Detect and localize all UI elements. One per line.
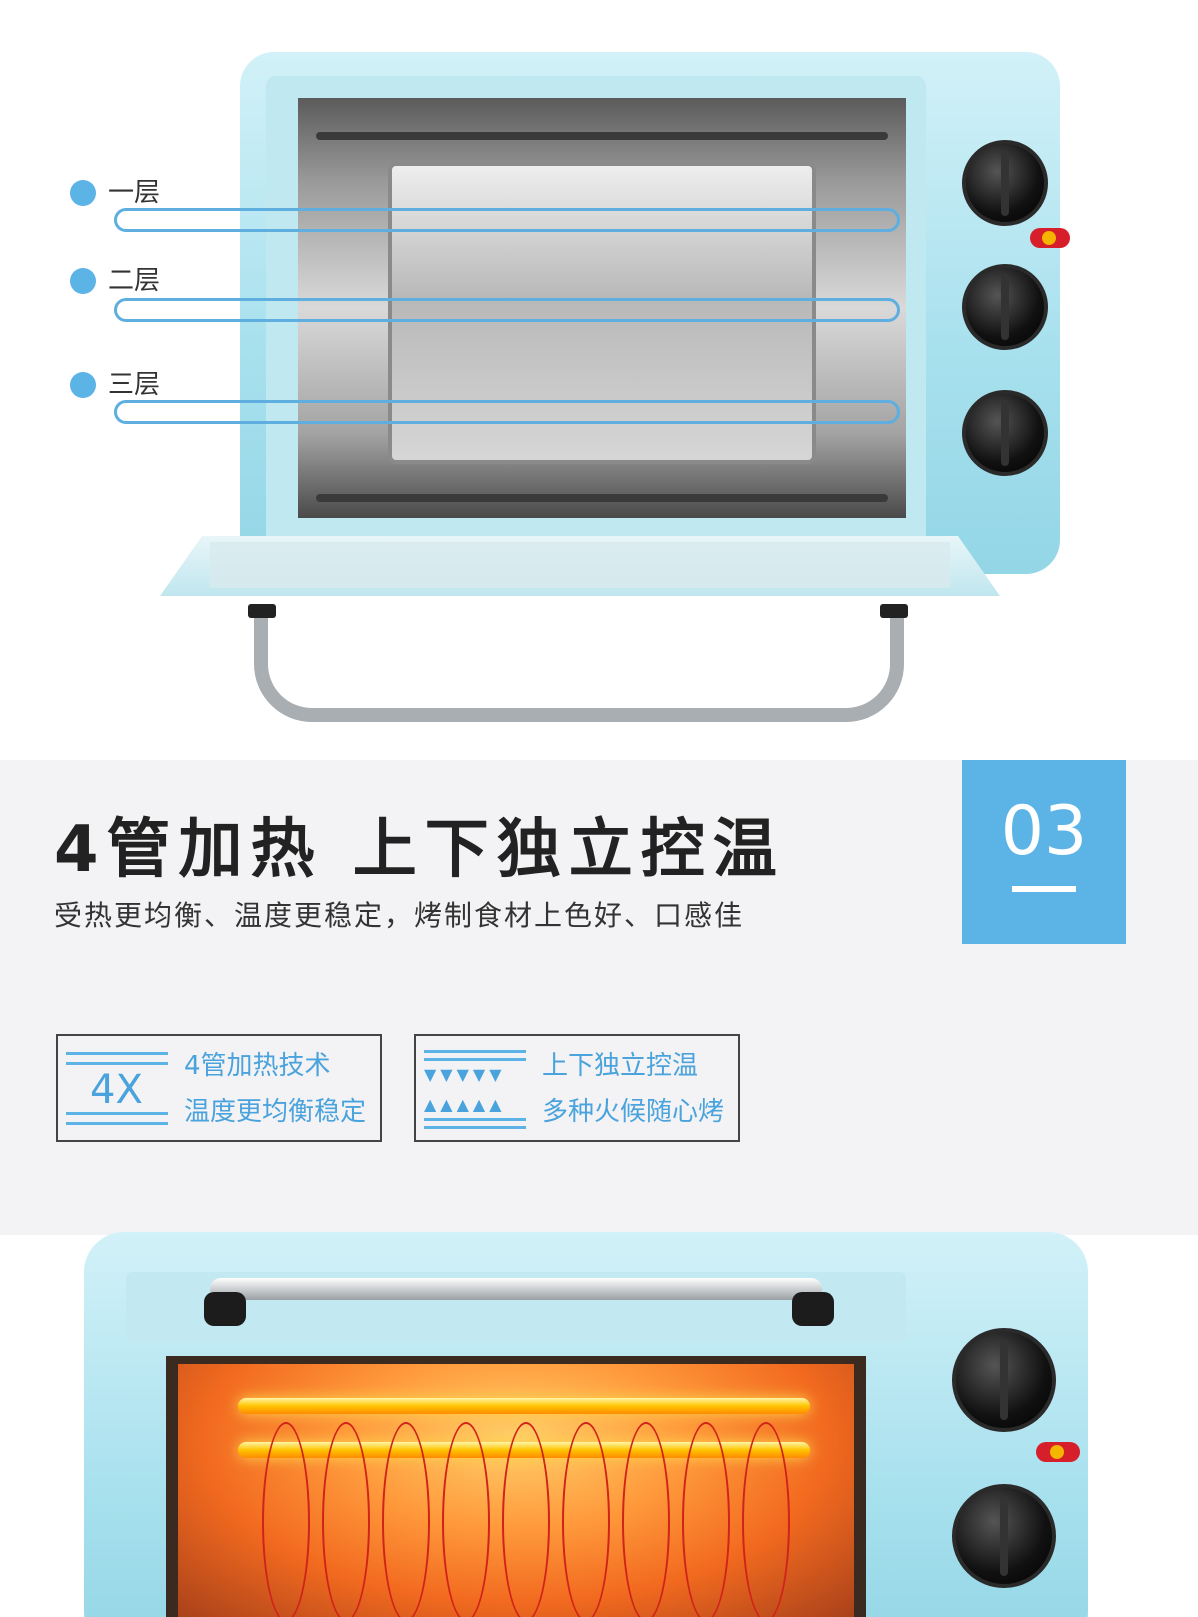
- layer-3-label: 三层: [108, 370, 161, 400]
- feature-2-line-1: 上下独立控温: [542, 1051, 699, 1081]
- arrows-up-icon: ▲▲▲▲▲: [424, 1095, 506, 1114]
- timer-knob[interactable]: [962, 390, 1048, 476]
- section-number: 03: [1000, 792, 1088, 871]
- door-handle: [254, 612, 904, 722]
- bottom-temperature-knob-closed[interactable]: [952, 1484, 1056, 1588]
- feature-1-line-1: 4管加热技术: [184, 1051, 331, 1081]
- heat-wave: [382, 1422, 430, 1617]
- bottom-heating-element: [316, 494, 888, 502]
- arrow-line-bottom: [424, 1126, 526, 1129]
- heating-tube-upper: [238, 1398, 810, 1414]
- arrow-line-top: [424, 1050, 526, 1053]
- layer-2-label: 二层: [108, 266, 161, 296]
- oven-back-wall: [388, 162, 816, 464]
- bottom-temperature-knob[interactable]: [962, 264, 1048, 350]
- oven-door-handle: [210, 1278, 822, 1300]
- headline: 4管加热 上下独立控温: [54, 813, 785, 887]
- badge-line-bottom: [66, 1122, 168, 1125]
- section-number-underline: [1012, 886, 1076, 892]
- rack-level-3: [114, 400, 900, 424]
- arrow-line-lower: [424, 1118, 526, 1121]
- layer-3-dot: [70, 372, 96, 398]
- handle-mount-left: [248, 604, 276, 618]
- handle-grip-left: [204, 1292, 246, 1326]
- power-indicator-lamp: [1030, 228, 1070, 248]
- badge-line-lower: [66, 1112, 168, 1115]
- badge-line-upper: [66, 1062, 168, 1065]
- heat-wave: [502, 1422, 550, 1617]
- feature-card-independent-control: ▼▼▼▼▼ ▲▲▲▲▲ 上下独立控温 多种火候随心烤: [414, 1034, 740, 1142]
- top-temperature-knob[interactable]: [962, 140, 1048, 226]
- handle-mount-right: [880, 604, 908, 618]
- rack-level-2: [114, 298, 900, 322]
- feature-2-line-2: 多种火候随心烤: [542, 1097, 725, 1127]
- layer-2-dot: [70, 268, 96, 294]
- badge-line-top: [66, 1052, 168, 1055]
- top-heating-element: [316, 132, 888, 140]
- heat-wave: [262, 1422, 310, 1617]
- section-number-box: 03: [962, 760, 1126, 944]
- arrow-line-upper: [424, 1058, 526, 1061]
- feature-1-line-2: 温度更均衡稳定: [184, 1097, 367, 1127]
- feature-card-four-tube: 4X 4管加热技术 温度更均衡稳定: [56, 1034, 382, 1142]
- oven-door-open: [160, 536, 1000, 596]
- heat-wave: [682, 1422, 730, 1617]
- heat-wave: [622, 1422, 670, 1617]
- heat-wave: [562, 1422, 610, 1617]
- top-temperature-knob-closed[interactable]: [952, 1328, 1056, 1432]
- four-x-badge: 4X: [90, 1067, 143, 1113]
- door-glass: [210, 542, 950, 588]
- arrows-down-icon: ▼▼▼▼▼: [424, 1065, 506, 1084]
- subline: 受热更均衡、温度更稳定，烤制食材上色好、口感佳: [54, 899, 745, 932]
- heat-wave: [442, 1422, 490, 1617]
- heat-wave: [742, 1422, 790, 1617]
- layer-1-dot: [70, 180, 96, 206]
- rack-level-1: [114, 208, 900, 232]
- heat-wave: [322, 1422, 370, 1617]
- layer-1-label: 一层: [108, 178, 161, 208]
- power-indicator-lamp-closed: [1036, 1442, 1080, 1462]
- handle-grip-right: [792, 1292, 834, 1326]
